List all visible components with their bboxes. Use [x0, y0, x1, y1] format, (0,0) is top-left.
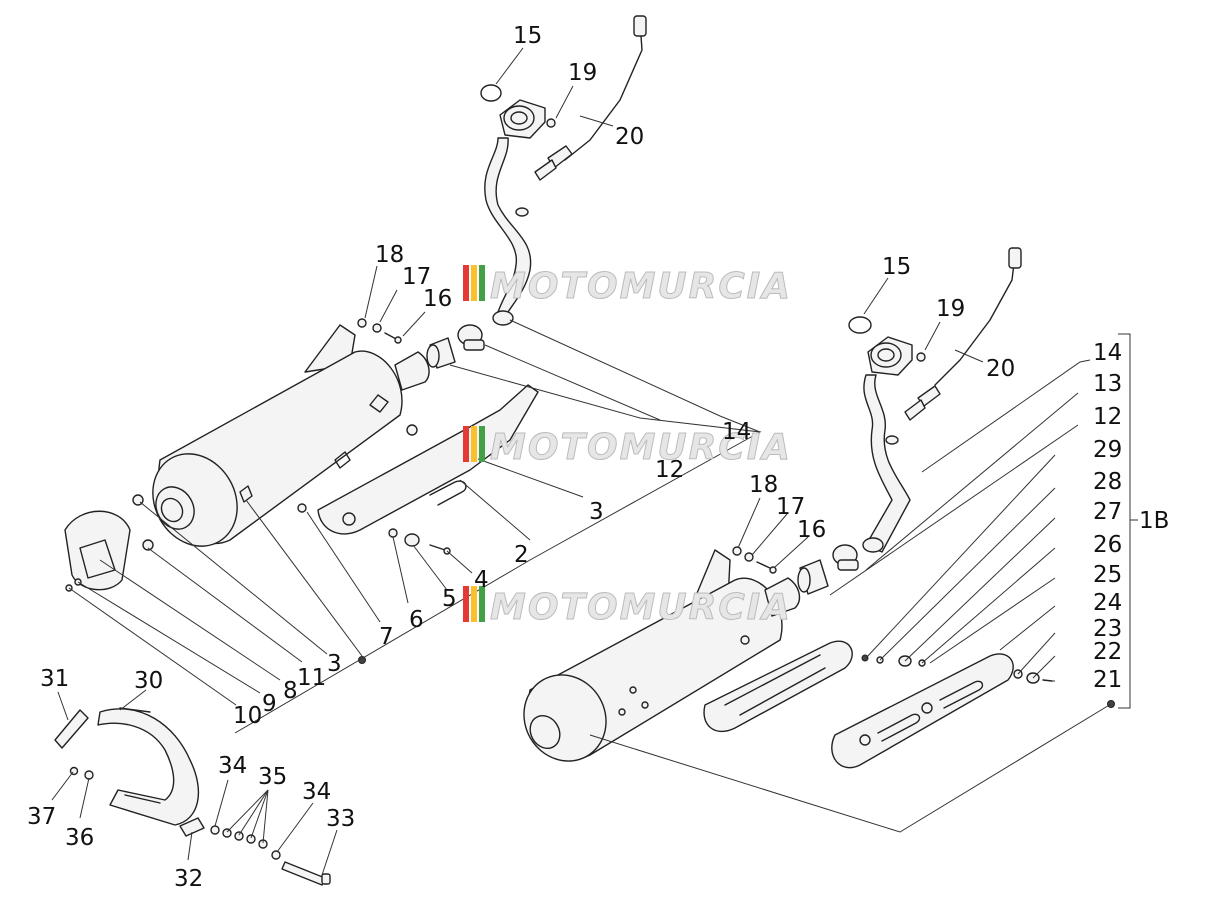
- watermark-text: MOTOMURCIA: [490, 587, 792, 628]
- label-1B: 1B: [1139, 508, 1169, 534]
- downpipe-left: [484, 137, 532, 326]
- label-3: 3: [589, 499, 604, 525]
- fasteners-left-mid: [388, 528, 451, 555]
- label-13: 13: [1093, 371, 1122, 397]
- label-19: 19: [568, 60, 597, 86]
- lambda-sensor-right: [904, 247, 1022, 421]
- label-31: 31: [40, 666, 69, 692]
- washers-34-35: [210, 825, 281, 860]
- label-26: 26: [1093, 532, 1122, 558]
- flange-left: [499, 99, 556, 139]
- label-3b: 3: [327, 651, 342, 677]
- label-32: 32: [174, 866, 203, 892]
- label-5: 5: [442, 586, 457, 612]
- label-9: 9: [262, 691, 277, 717]
- heat-shield-right: [831, 653, 1014, 769]
- label-27: 27: [1093, 499, 1122, 525]
- label-21: 21: [1093, 667, 1122, 693]
- label-10: 10: [233, 703, 262, 729]
- label-17: 17: [402, 264, 431, 290]
- label-18: 18: [375, 242, 404, 268]
- pin-31: [54, 709, 89, 749]
- label-16b: 16: [797, 517, 826, 543]
- flange-right: [867, 336, 926, 376]
- gasket-15-right: [848, 316, 872, 334]
- spacer-32: [179, 817, 205, 837]
- part-labels: 15 19 20 18 17 16 14 12 3 2 4 5 6 7 3 11…: [27, 23, 1169, 892]
- fasteners-left-top: [357, 318, 402, 344]
- label-36: 36: [65, 825, 94, 851]
- fasteners-right-top: [732, 546, 777, 574]
- label-17b: 17: [776, 494, 805, 520]
- clamp-left: [457, 324, 485, 351]
- watermark-1: MOTOMURCIA: [463, 265, 792, 308]
- label-4: 4: [474, 567, 489, 593]
- label-11: 11: [297, 665, 326, 691]
- label-18b: 18: [749, 472, 778, 498]
- label-20b: 20: [986, 356, 1015, 382]
- label-7: 7: [379, 624, 394, 650]
- label-29: 29: [1093, 437, 1122, 463]
- label-30: 30: [134, 668, 163, 694]
- label-34: 34: [218, 753, 247, 779]
- muffler-left: [152, 324, 430, 547]
- sleeve-right: [797, 559, 829, 595]
- label-37: 37: [27, 804, 56, 830]
- label-23: 23: [1093, 616, 1122, 642]
- label-14b: 14: [1093, 340, 1122, 366]
- end-cap-left: [64, 494, 154, 592]
- label-14: 14: [722, 419, 751, 445]
- right-exhaust-assembly: [523, 247, 1115, 769]
- label-22: 22: [1093, 639, 1122, 665]
- downpipe-right: [862, 374, 911, 553]
- heat-shield-left: [297, 384, 539, 535]
- label-8: 8: [283, 678, 298, 704]
- label-19b: 19: [936, 296, 965, 322]
- label-33: 33: [326, 806, 355, 832]
- lambda-sensor-left: [534, 15, 647, 181]
- label-6: 6: [409, 607, 424, 633]
- gasket-15-left: [480, 84, 502, 102]
- sleeve-left: [426, 337, 456, 369]
- washers-36-37: [69, 766, 94, 780]
- watermark-text: MOTOMURCIA: [490, 427, 792, 468]
- muffler-right: [523, 549, 801, 762]
- label-2: 2: [514, 542, 529, 568]
- label-20: 20: [615, 124, 644, 150]
- label-34b: 34: [302, 779, 331, 805]
- watermark-2: MOTOMURCIA: [463, 426, 792, 469]
- bracket-assembly: [54, 707, 331, 886]
- watermark-text: MOTOMURCIA: [490, 266, 792, 307]
- label-12b: 12: [1093, 404, 1122, 430]
- label-15b: 15: [882, 254, 911, 280]
- fasteners-right-side: [861, 654, 1115, 708]
- label-24: 24: [1093, 590, 1122, 616]
- label-16: 16: [423, 286, 452, 312]
- leader-lines: [51, 47, 1138, 876]
- bracket-30: [97, 707, 200, 826]
- label-12: 12: [655, 457, 684, 483]
- clamp-right: [832, 544, 859, 571]
- bolt-33: [281, 861, 331, 886]
- label-35: 35: [258, 764, 287, 790]
- left-exhaust-assembly: [64, 15, 647, 664]
- heat-shield-bracket-right: [703, 640, 853, 733]
- label-28: 28: [1093, 469, 1122, 495]
- label-15: 15: [513, 23, 542, 49]
- watermark-3: MOTOMURCIA: [463, 586, 792, 629]
- label-25: 25: [1093, 562, 1122, 588]
